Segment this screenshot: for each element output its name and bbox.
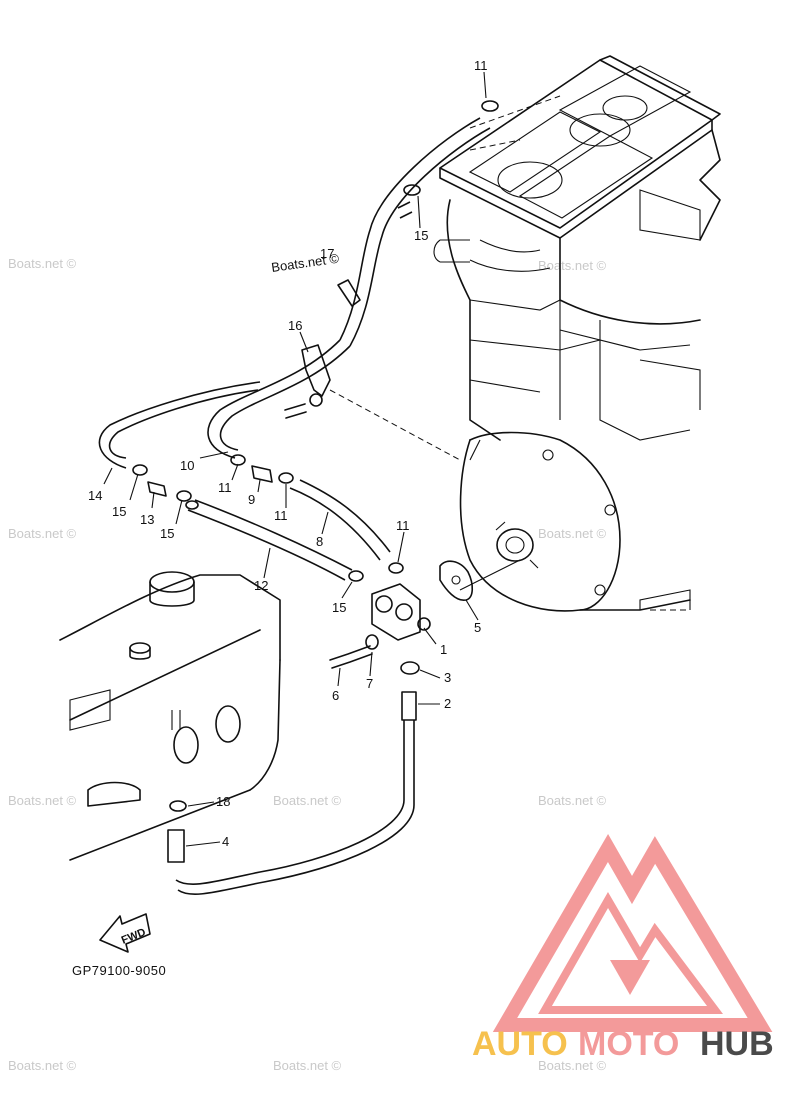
callout-11: 11 bbox=[474, 58, 488, 73]
fwd-label: FWD bbox=[120, 926, 148, 947]
watermark-text: Boats.net © bbox=[538, 258, 607, 273]
callout-6: 6 bbox=[332, 688, 339, 703]
hoses bbox=[98, 117, 491, 895]
logo-text-auto: AUTO bbox=[472, 1025, 568, 1063]
part-code: GP79100-9050 bbox=[72, 963, 166, 978]
callout-15: 15 bbox=[112, 504, 126, 519]
watermark-text: Boats.net © bbox=[8, 793, 77, 808]
watermark-text: Boats.net © bbox=[8, 1058, 77, 1073]
callout-16: 16 bbox=[288, 318, 302, 333]
callout-13: 13 bbox=[140, 512, 154, 527]
fwd-arrow-icon: FWD bbox=[99, 913, 151, 953]
watermark-text: Boats.net © bbox=[538, 1058, 607, 1073]
callout-14: 14 bbox=[88, 488, 102, 503]
automotohub-logo: AUTO MOTO HUB bbox=[472, 833, 774, 1063]
watermark-text: Boats.net © bbox=[273, 1058, 342, 1073]
callout-17: 17 bbox=[320, 246, 334, 261]
callout-4: 4 bbox=[222, 834, 229, 849]
watermark-text: Boats.net © bbox=[8, 526, 77, 541]
callout-5: 5 bbox=[474, 620, 481, 635]
callout-1: 1 bbox=[440, 642, 447, 657]
logo-text-moto: MOTO bbox=[578, 1025, 679, 1063]
callout-15: 15 bbox=[414, 228, 428, 243]
callout-11: 11 bbox=[396, 518, 410, 533]
watermark-text: Boats.net © bbox=[273, 793, 342, 808]
callout-11: 11 bbox=[274, 508, 288, 523]
fittings bbox=[132, 100, 521, 863]
fuel-tank bbox=[59, 571, 281, 861]
callout-12: 12 bbox=[254, 578, 268, 593]
callout-2: 2 bbox=[444, 696, 451, 711]
watermark-text: Boats.net © bbox=[8, 256, 77, 271]
watermark-text: Boats.net © bbox=[538, 526, 607, 541]
callout-15: 15 bbox=[332, 600, 346, 615]
watermark-text: Boats.net © bbox=[538, 793, 607, 808]
logo-text-hub: HUB bbox=[700, 1025, 774, 1063]
callout-8: 8 bbox=[316, 534, 323, 549]
callouts: 11 15 17 16 10 14 15 13 15 11 9 11 8 12 … bbox=[88, 58, 488, 849]
callout-7: 7 bbox=[366, 676, 373, 691]
engine-block bbox=[433, 55, 721, 612]
callout-9: 9 bbox=[248, 492, 255, 507]
callout-3: 3 bbox=[444, 670, 451, 685]
callout-18: 18 bbox=[216, 794, 230, 809]
callout-11: 11 bbox=[218, 480, 232, 495]
callout-10: 10 bbox=[180, 458, 194, 473]
callout-15: 15 bbox=[160, 526, 174, 541]
watermarks: Boats.net © Boats.net © Boats.net © Boat… bbox=[8, 251, 607, 1073]
leader-lines bbox=[103, 71, 487, 847]
